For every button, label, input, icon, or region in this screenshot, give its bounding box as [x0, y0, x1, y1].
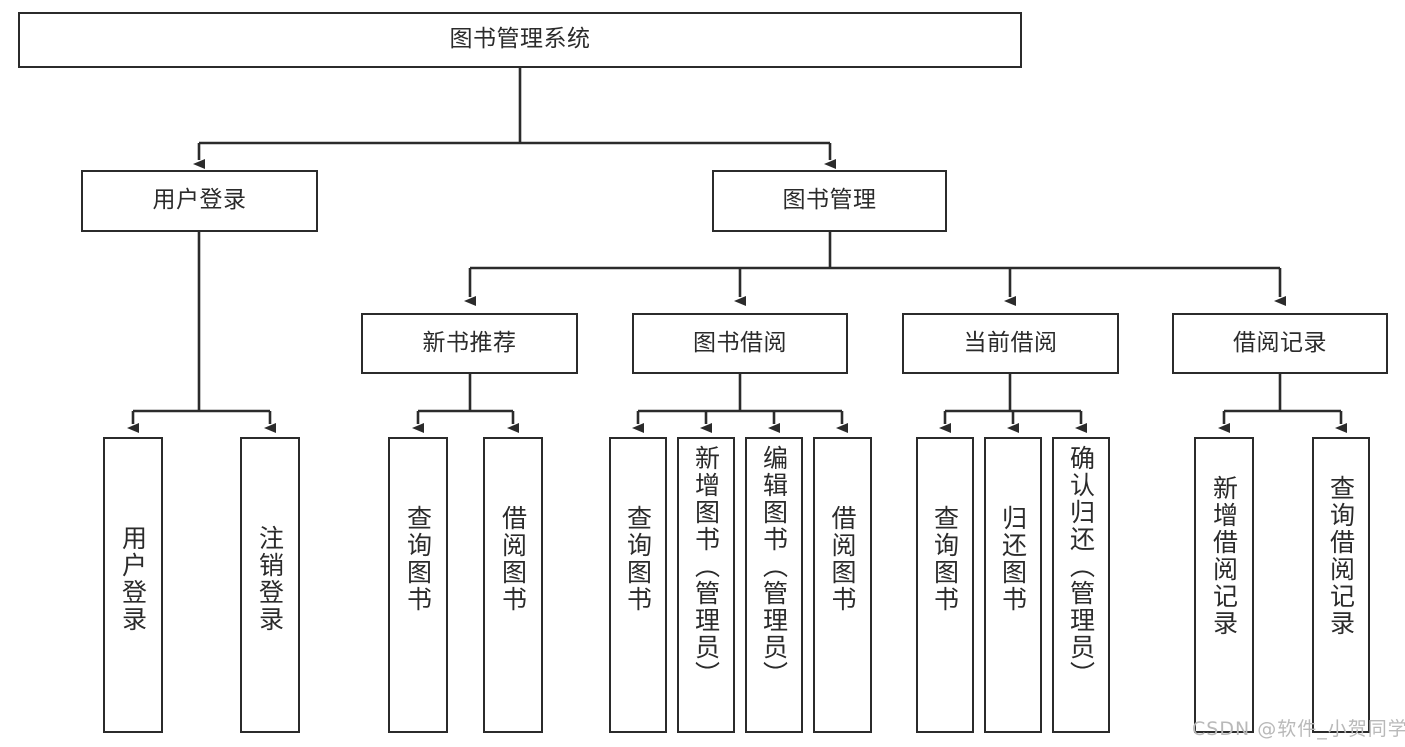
node-leaf-borrow-book-1[interactable]: 借阅图书: [483, 437, 543, 733]
node-current-borrow[interactable]: 当前借阅: [902, 313, 1119, 374]
node-leaf-query-book-1-label: 查询图书: [403, 505, 433, 613]
node-leaf-add-record-label: 新增借阅记录: [1209, 475, 1239, 637]
node-leaf-confirm-return-label: 确认归还（管理员）: [1066, 445, 1096, 688]
node-book-management[interactable]: 图书管理: [712, 170, 947, 232]
node-new-book-recommend-label: 新书推荐: [422, 329, 517, 356]
node-book-borrow[interactable]: 图书借阅: [632, 313, 848, 374]
node-leaf-query-book-1[interactable]: 查询图书: [388, 437, 448, 733]
node-leaf-query-record-label: 查询借阅记录: [1326, 475, 1356, 637]
node-leaf-user-login-label: 用户登录: [118, 525, 148, 633]
node-leaf-query-record[interactable]: 查询借阅记录: [1312, 437, 1370, 733]
node-leaf-query-book-3[interactable]: 查询图书: [916, 437, 974, 733]
node-leaf-borrow-book-2[interactable]: 借阅图书: [813, 437, 872, 733]
node-leaf-add-record[interactable]: 新增借阅记录: [1194, 437, 1254, 733]
node-leaf-user-login[interactable]: 用户登录: [103, 437, 163, 733]
node-leaf-logout[interactable]: 注销登录: [240, 437, 300, 733]
node-user-login[interactable]: 用户登录: [81, 170, 318, 232]
node-current-borrow-label: 当前借阅: [963, 329, 1058, 356]
node-book-management-label: 图书管理: [782, 187, 877, 214]
node-leaf-query-book-3-label: 查询图书: [930, 505, 960, 613]
node-new-book-recommend[interactable]: 新书推荐: [361, 313, 578, 374]
csdn-watermark: CSDN @软件_小贺同学: [1192, 718, 1405, 740]
node-book-borrow-label: 图书借阅: [693, 329, 787, 356]
node-borrow-record-label: 借阅记录: [1233, 329, 1327, 356]
node-leaf-add-book-label: 新增图书（管理员）: [691, 445, 721, 688]
node-root[interactable]: 图书管理系统: [18, 12, 1022, 68]
node-root-label: 图书管理系统: [449, 26, 591, 53]
node-leaf-return-book[interactable]: 归还图书: [984, 437, 1042, 733]
node-leaf-borrow-book-2-label: 借阅图书: [828, 505, 857, 613]
node-leaf-confirm-return[interactable]: 确认归还（管理员）: [1052, 437, 1110, 733]
node-leaf-borrow-book-1-label: 借阅图书: [498, 505, 528, 613]
node-borrow-record[interactable]: 借阅记录: [1172, 313, 1388, 374]
node-leaf-add-book[interactable]: 新增图书（管理员）: [677, 437, 735, 733]
node-leaf-edit-book[interactable]: 编辑图书（管理员）: [745, 437, 803, 733]
node-user-login-label: 用户登录: [152, 187, 247, 214]
node-leaf-return-book-label: 归还图书: [998, 505, 1028, 613]
node-leaf-edit-book-label: 编辑图书（管理员）: [759, 445, 789, 688]
node-leaf-query-book-2[interactable]: 查询图书: [609, 437, 667, 733]
node-leaf-logout-label: 注销登录: [255, 525, 285, 633]
node-leaf-query-book-2-label: 查询图书: [623, 505, 653, 613]
